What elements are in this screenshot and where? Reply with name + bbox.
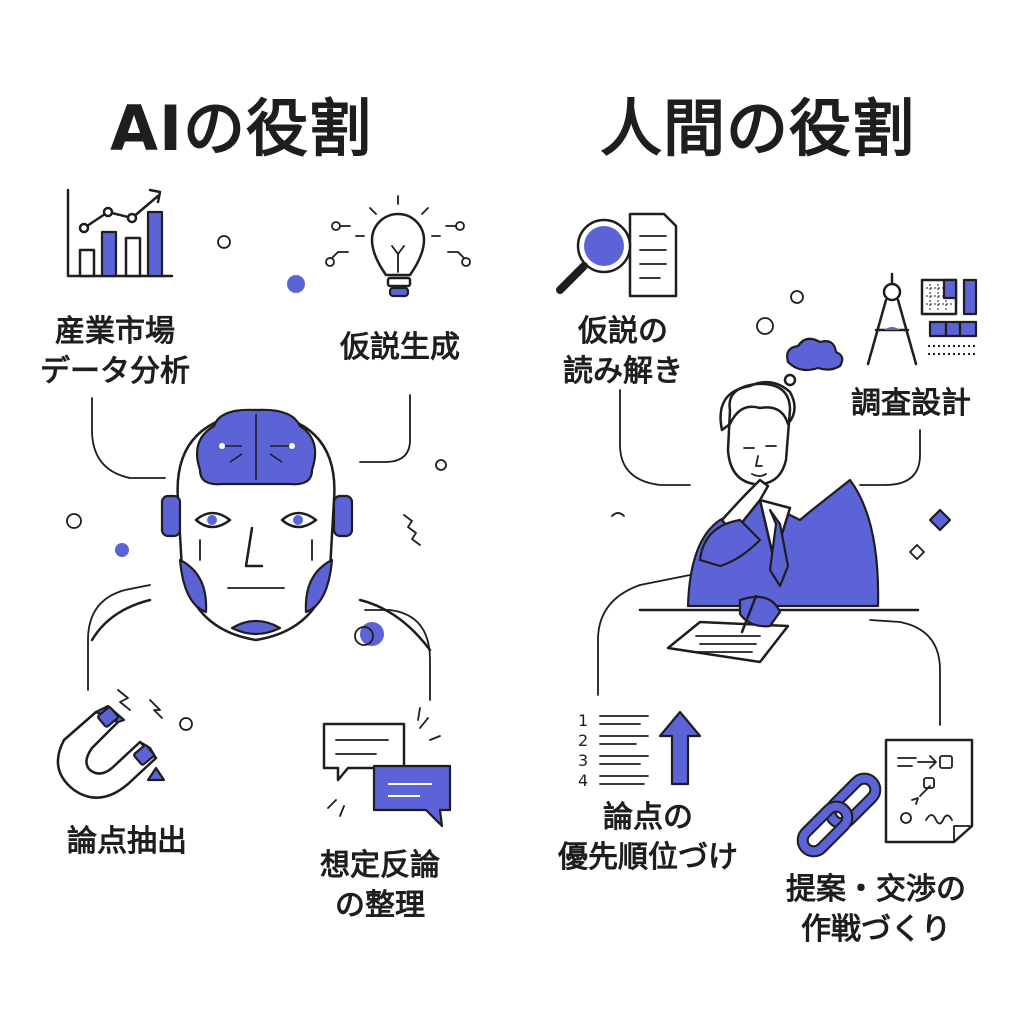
label-rebuttal-organize: 想定反論 の整理 [310, 846, 450, 926]
label-rebuttal-line2: の整理 [335, 888, 425, 923]
label-hypothesis-generation: 仮説生成 [330, 328, 470, 368]
priority-num-1: 1 [578, 711, 588, 730]
label-issues-line1: 論点抽出 [67, 824, 187, 859]
lightbulb-icon [325, 195, 471, 298]
label-issue-extraction: 論点抽出 [52, 822, 202, 862]
priority-num-4: 4 [578, 771, 588, 790]
chain-link-icon [796, 772, 882, 858]
human-role-title: 人間の役割 [600, 92, 916, 165]
ai-role-title: AIの役割 [110, 92, 373, 165]
priority-num-3: 3 [578, 751, 588, 770]
priority-list-icon: 1 2 3 4 [578, 710, 702, 790]
label-market-line1: 産業市場 [55, 314, 175, 349]
label-hypothesis-reading: 仮説の 読み解き [548, 312, 698, 392]
label-read-line2: 読み解き [563, 354, 683, 389]
label-design-line1: 調査設計 [851, 386, 971, 421]
magnifier-document-icon [556, 212, 678, 298]
label-market-analysis: 産業市場 データ分析 [30, 312, 200, 392]
compass-grid-icon [866, 272, 978, 366]
priority-num-2: 2 [578, 731, 588, 750]
label-hypo-line1: 仮説生成 [340, 330, 460, 365]
label-priority-line1: 論点の [603, 800, 693, 835]
label-research-design: 調査設計 [836, 384, 986, 424]
bar-chart-icon [66, 188, 174, 278]
label-issue-prioritization: 論点の 優先順位づけ [548, 798, 748, 878]
label-strategy-line2: 作戦づくり [801, 912, 951, 947]
connector-lines [87, 389, 941, 726]
label-rebuttal-line1: 想定反論 [320, 848, 440, 883]
magnet-icon [56, 689, 193, 799]
label-strategy-line1: 提案・交渉の [786, 872, 966, 907]
label-read-line1: 仮説の [578, 314, 668, 349]
thinking-businessman-icon [638, 337, 920, 664]
decorative-dots [66, 235, 952, 646]
plan-sheet-icon [884, 738, 974, 844]
ai-robot-head-icon [90, 408, 432, 652]
label-proposal-strategy: 提案・交渉の 作戦づくり [766, 870, 986, 950]
label-market-line2: データ分析 [40, 354, 190, 389]
speech-bubbles-icon [322, 707, 452, 828]
label-priority-line2: 優先順位づけ [558, 840, 738, 875]
